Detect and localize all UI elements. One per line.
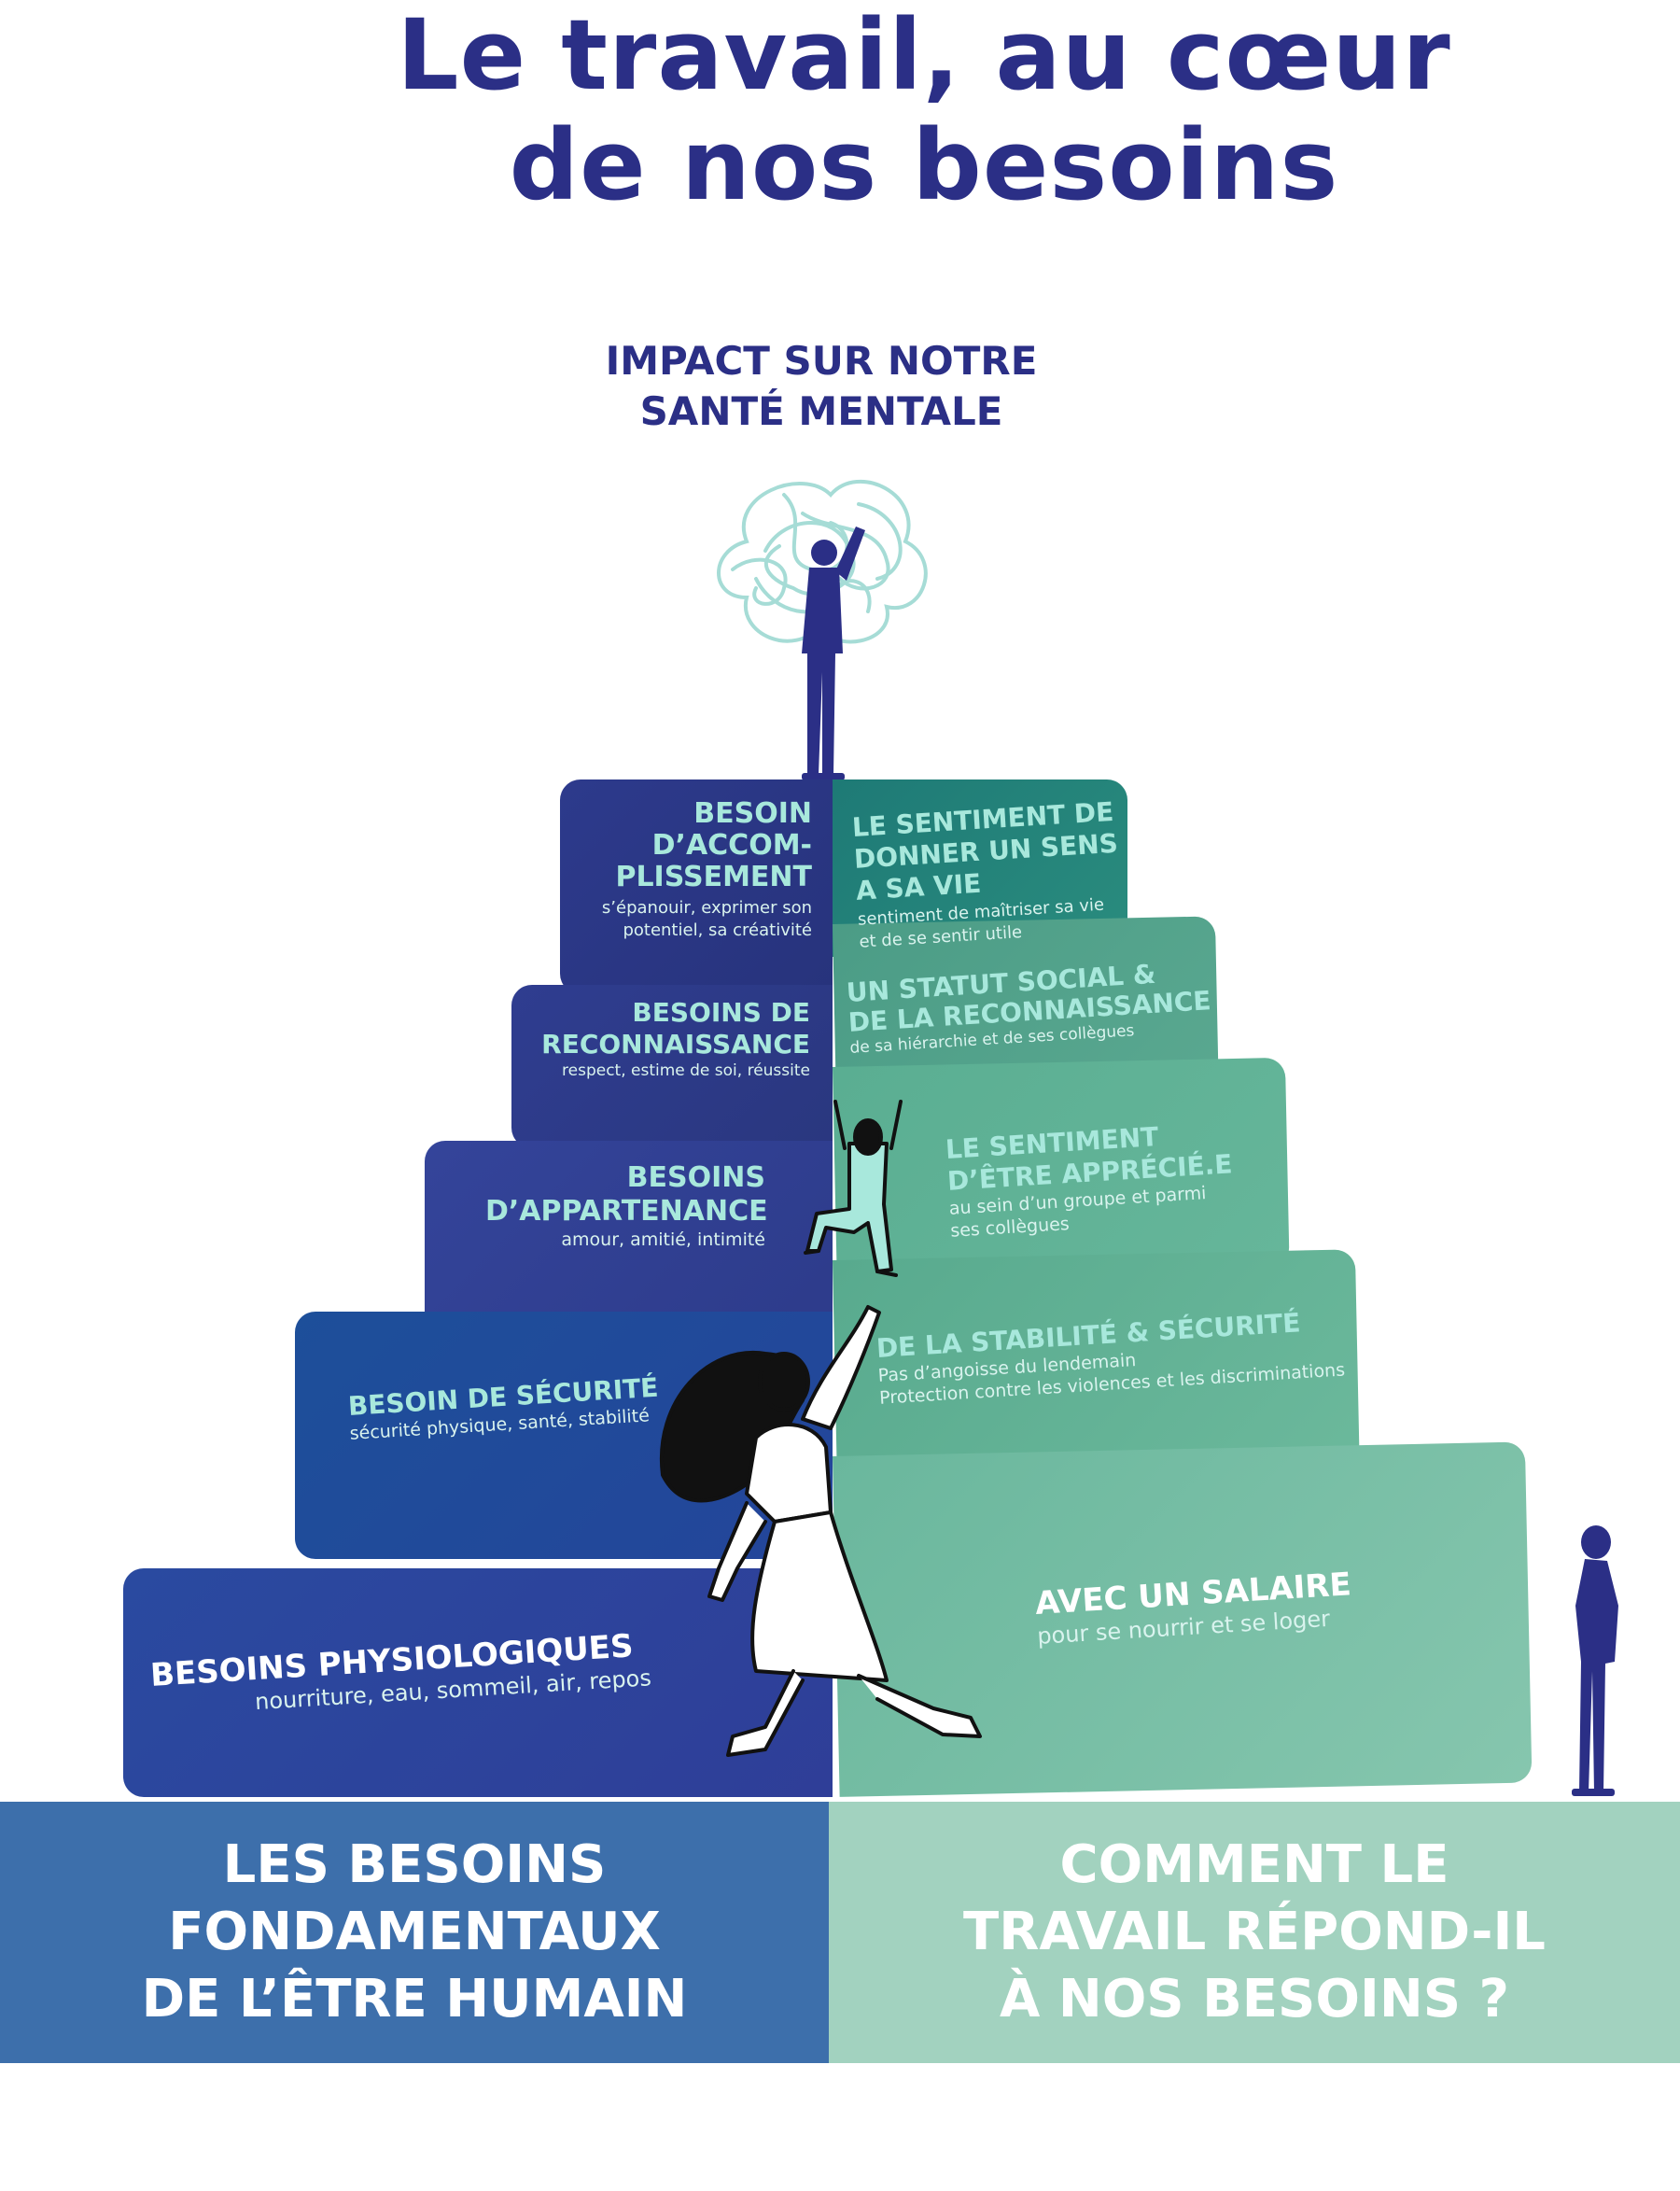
title-line-2: de nos besoins xyxy=(509,108,1339,222)
bottom-left-line-1: LES BESOINS xyxy=(222,1834,607,1895)
bottom-right-panel: COMMENT LE TRAVAIL RÉPOND-IL À NOS BESOI… xyxy=(829,1802,1680,2063)
tier-1-left-block xyxy=(560,779,833,994)
tier-1-left-title-2: D’ACCOM- xyxy=(651,829,812,862)
tier-1-right-text: LE SENTIMENT DE DONNER UN SENS A SA VIE … xyxy=(851,795,1140,954)
tier-1-left-sub-1: s’épanouir, exprimer son xyxy=(601,898,812,918)
impact-label: IMPACT SUR NOTRE SANTÉ MENTALE xyxy=(541,336,1101,437)
climbing-person-icon xyxy=(804,1100,903,1277)
observer-person-icon xyxy=(1572,1525,1618,1796)
tier-2-left-text: BESOINS DE RECONNAISSANCE respect, estim… xyxy=(532,997,810,1081)
bottom-right-line-2: TRAVAIL RÉPOND-IL xyxy=(963,1902,1546,1962)
tier-2-left-sub-1: respect, estime de soi, réussite xyxy=(562,1061,810,1080)
tier-1-left-title-3: PLISSEMENT xyxy=(615,861,812,893)
tier-2-left-title-1: BESOINS DE xyxy=(632,997,810,1028)
tier-2-left-title-2: RECONNAISSANCE xyxy=(541,1029,810,1060)
tier-3-left-sub-1: amour, amitié, intimité xyxy=(561,1229,765,1250)
tier-3-right-text: LE SENTIMENT D’ÊTRE APPRÉCIÉ.E au sein d… xyxy=(945,1115,1267,1243)
bottom-right-line-1: COMMENT LE xyxy=(1059,1834,1449,1895)
bottom-left-line-3: DE L’ÊTRE HUMAIN xyxy=(141,1969,688,2029)
tier-5-left-block xyxy=(123,1568,833,1797)
title-line-1: Le travail, au cœur xyxy=(397,0,1451,112)
page-title: Le travail, au cœur de nos besoins xyxy=(308,0,1540,220)
bottom-left-panel: LES BESOINS FONDAMENTAUX DE L’ÊTRE HUMAI… xyxy=(0,1802,829,2063)
bottom-left-line-2: FONDAMENTAUX xyxy=(168,1902,661,1962)
impact-line-2: SANTÉ MENTALE xyxy=(639,388,1003,434)
woman-climber-icon xyxy=(659,1305,982,1757)
bottom-right-line-3: À NOS BESOINS ? xyxy=(999,1969,1510,2029)
tier-2-left-block xyxy=(511,985,833,1148)
impact-line-1: IMPACT SUR NOTRE xyxy=(605,338,1038,384)
tier-3-left-text: BESOINS D’APPARTENANCE amour, amitié, in… xyxy=(485,1161,768,1251)
tier-1-left-title-1: BESOIN xyxy=(693,797,812,830)
tier-3-left-title-2: D’APPARTENANCE xyxy=(485,1195,768,1228)
tier-1-left-sub-2: potentiel, sa créativité xyxy=(623,920,812,940)
tier-1-left-text: BESOIN D’ACCOM- PLISSEMENT s’épanouir, e… xyxy=(567,798,812,942)
tier-3-left-title-1: BESOINS xyxy=(626,1161,765,1194)
standing-person-icon xyxy=(802,527,865,780)
